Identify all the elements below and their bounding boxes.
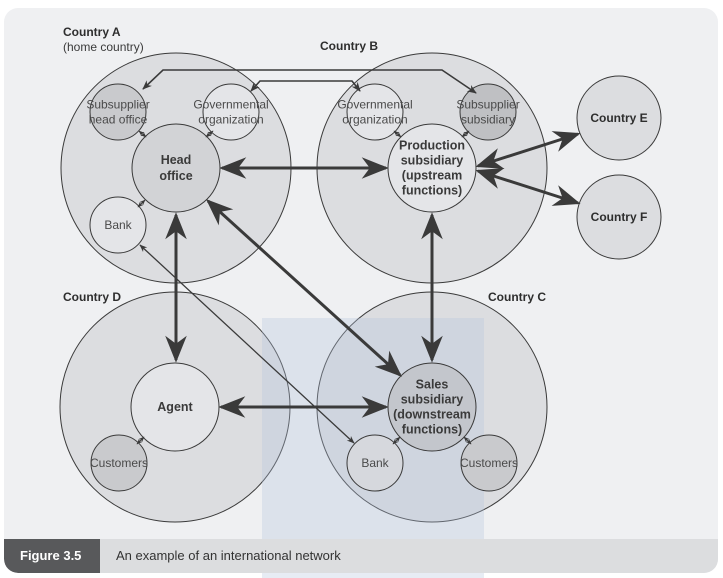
- label-line: Subsupplier: [456, 98, 519, 112]
- label-line: subsidiary: [401, 393, 464, 407]
- country-a-label: Country A: [63, 25, 121, 39]
- label-line: office: [159, 169, 192, 183]
- link-production-country-e: [475, 131, 581, 169]
- label-line: (downstream: [393, 408, 471, 422]
- label-line: Customers: [90, 456, 148, 470]
- customers-d-label: Customers: [90, 456, 148, 470]
- bank-a-circle: [89, 196, 147, 254]
- country-a-subtitle: (home country): [63, 40, 144, 54]
- label-line: Agent: [157, 400, 193, 414]
- customers-c-label: Customers: [460, 456, 518, 470]
- head-office-label: Head office: [159, 153, 192, 183]
- country-f-circle: [576, 174, 662, 260]
- link-subsupplier-head-office: [138, 130, 147, 138]
- customers-c-circle: [460, 434, 518, 492]
- link-subsupplier-head-office-to-subsidiary: [142, 69, 477, 94]
- country-d-label: Country D: [63, 290, 121, 304]
- label-line: Customers: [460, 456, 518, 470]
- bank-c-label: Bank: [361, 456, 389, 470]
- figure-label: Figure 3.5: [4, 539, 100, 573]
- head-office-circle: [131, 123, 221, 213]
- country-e-circle: [576, 75, 662, 161]
- country-b-label: Country B: [320, 39, 378, 53]
- caption-bar: Figure 3.5 An example of an internationa…: [4, 539, 718, 573]
- link-bank-c-sales: [392, 436, 401, 445]
- country-f-label: Country F: [591, 210, 648, 224]
- figure-caption: An example of an international network: [116, 548, 341, 563]
- label-line: head office: [89, 113, 148, 127]
- label-line: Head: [161, 153, 192, 167]
- link-production-country-f: [475, 168, 581, 206]
- label-line: organization: [342, 113, 407, 127]
- link-gov-org-a-to-gov-org-b: [250, 80, 361, 92]
- subsupplier-head-office-circle: [89, 83, 147, 141]
- label-line: functions): [402, 423, 462, 437]
- country-c-label: Country C: [488, 290, 546, 304]
- link-gov-org-a-head-office: [205, 130, 214, 138]
- customers-d-circle: [90, 434, 148, 492]
- link-bank-a-bank-c: [139, 244, 355, 444]
- label-line: Governmental: [193, 98, 268, 112]
- label-line: Production: [399, 139, 465, 153]
- label-line: Governmental: [337, 98, 412, 112]
- label-line: functions): [402, 184, 462, 198]
- label-line: Bank: [361, 456, 389, 470]
- label-line: Subsupplier: [86, 98, 149, 112]
- link-customers-c-sales: [463, 436, 472, 445]
- link-gov-org-b-production: [393, 130, 402, 138]
- agent-label: Agent: [157, 400, 193, 414]
- bank-c-circle: [346, 434, 404, 492]
- bank-a-label: Bank: [104, 218, 132, 232]
- label-line: Bank: [104, 218, 132, 232]
- label-line: Sales: [416, 378, 449, 392]
- label-line: (upstream: [402, 169, 462, 183]
- link-subsupplier-subsidiary-production: [461, 130, 470, 138]
- country-e-label: Country E: [590, 111, 647, 125]
- link-bank-a-head-office: [137, 199, 146, 208]
- label-line: subsidiary: [401, 154, 464, 168]
- label-line: organization: [198, 113, 263, 127]
- label-line: subsidiary: [461, 113, 515, 127]
